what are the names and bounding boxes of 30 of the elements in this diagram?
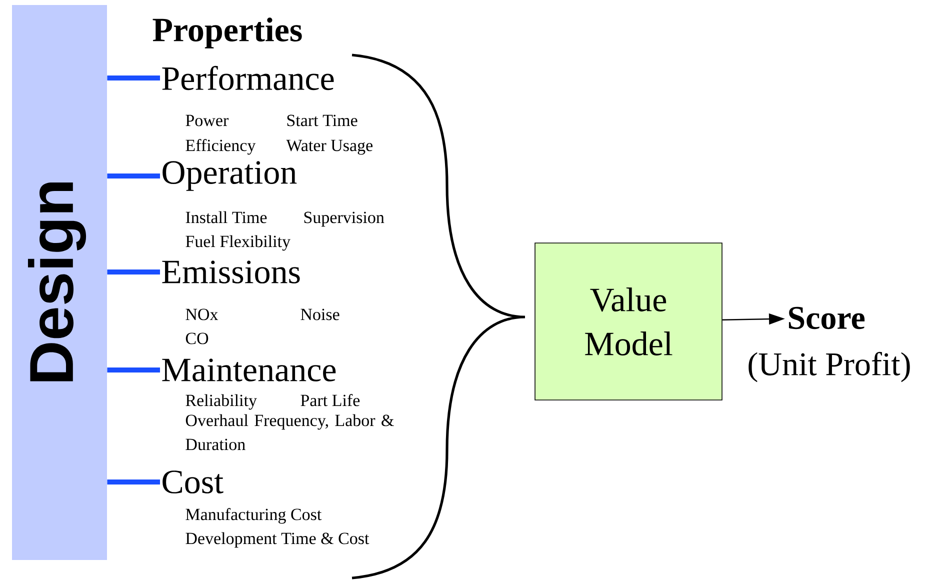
item-text: Efficiency [186,139,256,155]
item-text: Development Time & Cost [186,532,370,548]
category-heading: Cost [162,470,224,494]
item-text: Install Time [186,211,267,224]
score-subtext: (Unit Profit) [748,352,910,382]
item-text: Fuel Flexibility [186,235,290,251]
item-text: Start Time [287,114,358,126]
item-text: Power [186,114,228,126]
group-heading: Properties [152,18,302,48]
item-text: Noise [300,308,340,320]
connector [107,76,160,80]
item-text: Supervision [304,212,384,227]
item-text: Reliability [186,394,257,410]
connector [107,368,160,372]
design-band: Design [12,5,107,560]
item-text: Overhaul Frequency, Labor & Duration [186,414,394,450]
model-box: Value Model [534,242,722,400]
category-heading: Maintenance [162,358,336,382]
connector [107,480,160,484]
item-text: Part Life [300,394,360,406]
category-heading: Performance [162,66,334,90]
item-text: Manufacturing Cost [186,508,322,524]
item-text: NOx [186,308,218,320]
item-text: CO [186,332,208,344]
score-text: Score [788,306,865,330]
category-heading: Operation [162,161,297,191]
category-heading: Emissions [162,260,300,284]
item-text: Water Usage [286,140,372,155]
connector [107,270,160,274]
connector [107,174,160,178]
